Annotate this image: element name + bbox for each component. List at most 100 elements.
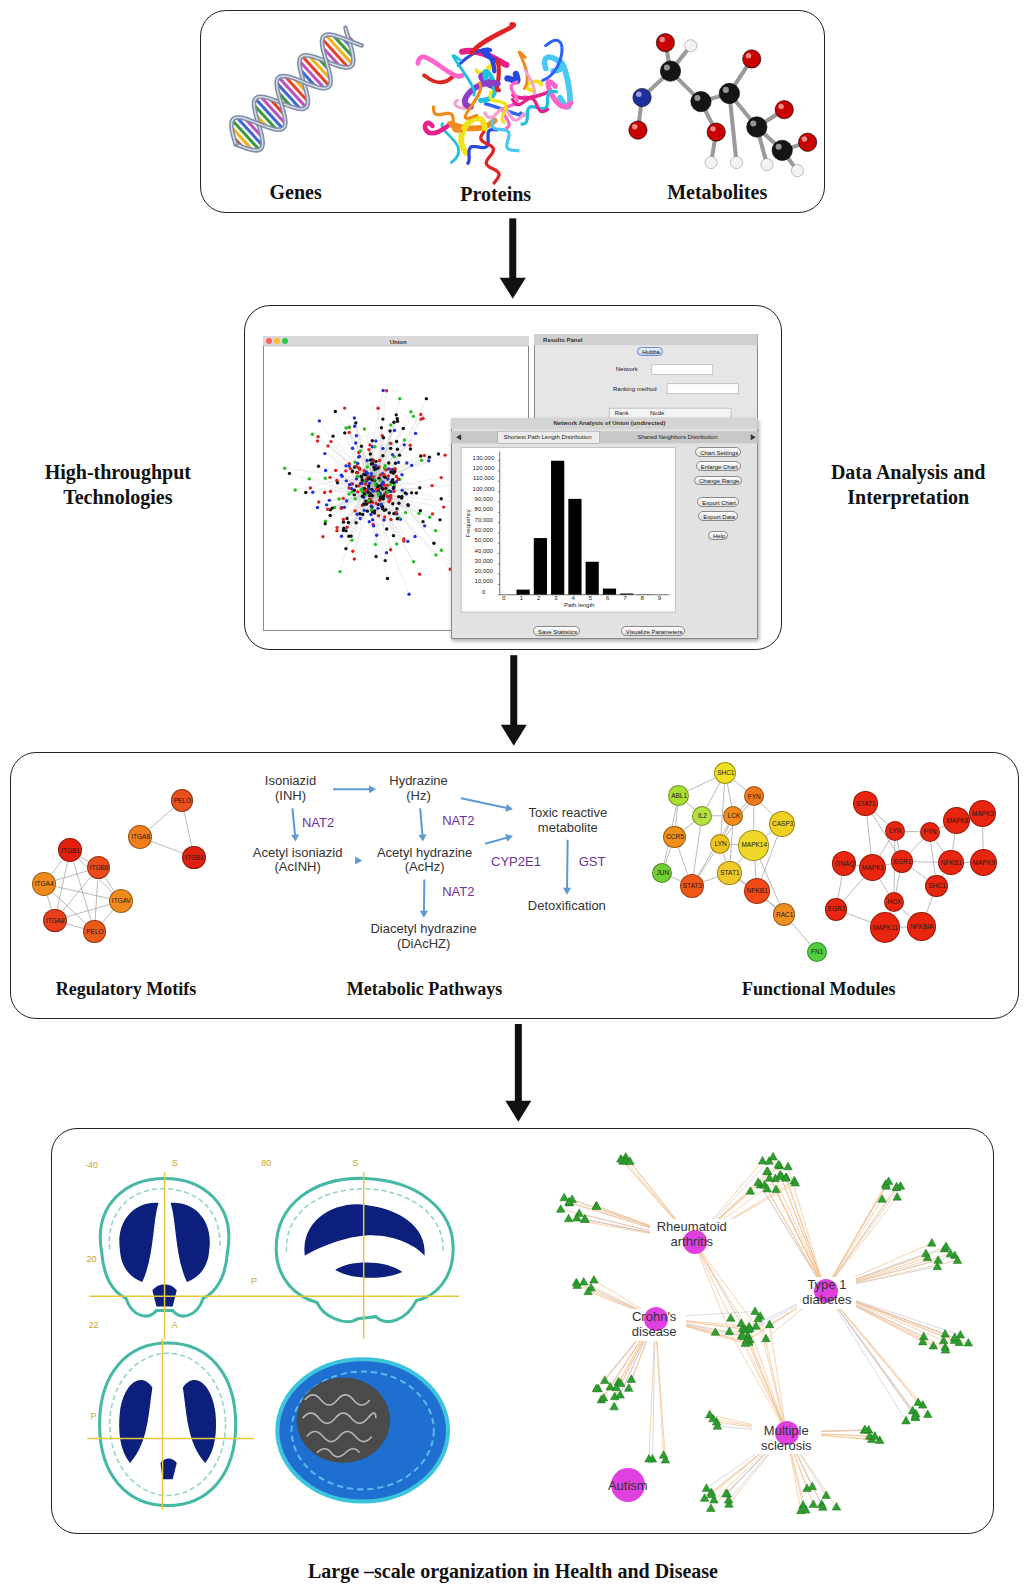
network-dot [440,549,443,552]
interaction-edge [730,826,732,861]
network-edge [346,477,385,548]
atom-highlight [746,53,751,58]
network-dot [419,509,422,512]
network-dot [387,467,390,470]
gene-triangle [762,1334,771,1342]
edge-label: NAT2 [441,885,475,899]
network-edge [387,487,441,551]
network-dot [321,535,324,538]
network-dot [391,502,394,505]
network-edges [285,391,464,595]
network-edge [377,467,395,483]
network-dot [398,397,401,400]
edge-label: NAT2 [441,814,475,828]
atom [772,140,792,160]
gene-triangle [707,1490,716,1498]
network-dot [374,555,377,558]
network-dot [404,511,407,514]
network-dot [443,454,446,457]
interaction-edge [905,831,920,832]
connector-line [900,926,907,927]
network-edge [379,399,427,497]
network-dot [381,454,384,457]
node-text: STAT1 [720,870,739,877]
network-edge [370,487,433,514]
network-dot [389,442,392,445]
interaction-edge [727,784,731,806]
axis-tick: 1 [520,595,523,602]
dna-backbone [236,28,354,151]
network-dot [353,493,356,496]
network-edge [335,412,381,489]
node-text: Chart Settings [700,450,738,457]
protein-helix [434,106,463,131]
network-dot [409,448,412,451]
interaction-edge [867,816,871,855]
ui-button: Enlarge Chart [696,461,741,471]
interaction-edge [707,783,720,807]
arrowhead [501,725,527,746]
interaction-edge [913,861,937,863]
network-dot [356,471,359,474]
atom-highlight [776,144,782,150]
pathway-arrow [418,808,426,841]
gene-triangle [579,1277,588,1285]
network-dot [407,504,410,507]
gene-triangle [610,1392,619,1400]
metabolite-label: Acetyl hydrazine (AcHz) [365,845,484,877]
protein-ribbon [418,24,571,184]
disease-node: Rheumatoid arthritis [650,1219,734,1251]
connector-line [47,895,51,909]
network-dot [393,429,396,432]
atom-highlight [733,159,737,163]
gene-triangle [911,1412,920,1420]
axis-tick-mark [498,460,500,461]
network-dot [405,462,408,465]
network-dot [392,490,395,493]
pathway-arrow [333,785,376,793]
interaction-edge [897,841,899,851]
connector-line [149,808,173,829]
gene-triangle [612,1383,621,1391]
network-edge [376,412,411,476]
network-dot [381,447,384,450]
network-dot [354,497,357,500]
network-edge [377,489,450,569]
network-dot [347,521,350,524]
network-edge [360,487,374,519]
connector-line [753,806,754,829]
histogram-bar [603,588,616,594]
connector-line [102,910,113,923]
network-dot [393,455,396,458]
gene-node: ITGA8 [128,825,152,849]
node-text: Rank [615,410,629,417]
network-dot [398,454,401,457]
pathway-arrow [461,798,513,811]
network-dot [440,476,443,479]
connector-line [105,877,114,891]
gene-triangle [902,1416,911,1424]
gene-triangle [941,1345,950,1353]
network-dot [417,512,420,515]
network-dot [316,440,319,443]
atom [685,40,697,52]
disease-node: Multiple sclerosis [752,1423,821,1455]
histogram-bar [568,498,581,594]
network-dot [377,491,380,494]
gene-triangle [584,1287,593,1295]
network-dot [326,508,329,511]
network-dot [355,513,358,516]
network-dot [392,486,395,489]
gene-node: STAT1 [717,861,741,885]
network-edge [385,419,421,483]
network-dot [385,528,388,531]
node-text: EGR2 [828,906,846,913]
gene-triangle [627,1375,636,1383]
interaction-edge [688,778,715,791]
node-text: MAPK1 [862,865,884,872]
network-edge [370,485,385,561]
network-dot [389,483,392,486]
gene-triangle [565,1197,574,1205]
network-dot [348,483,351,486]
axis-tick-mark [498,553,500,554]
